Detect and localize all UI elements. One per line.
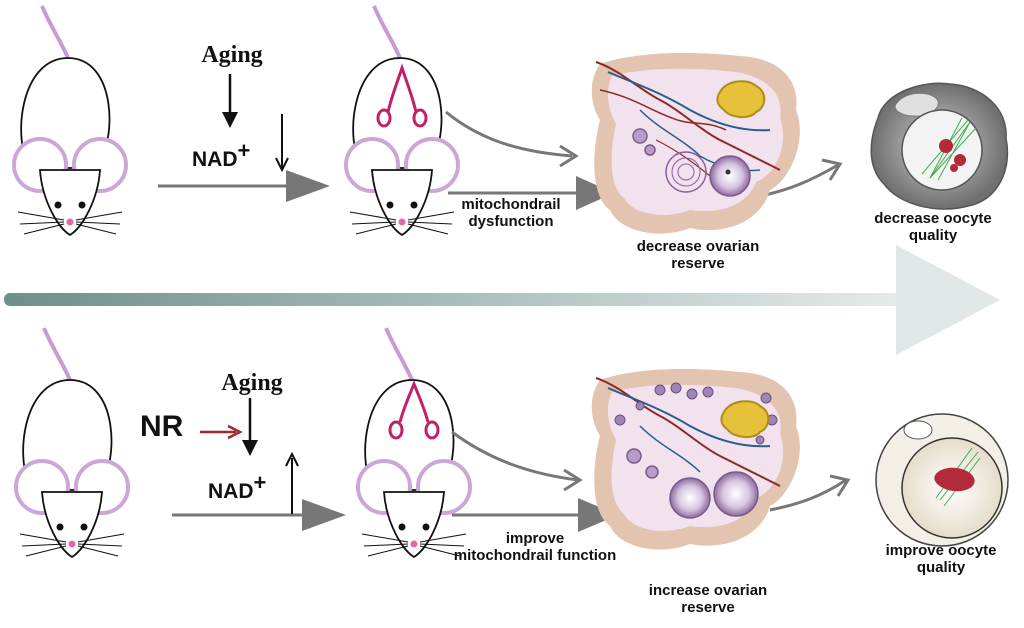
bottom-mito-label: improve mitochondrail function (420, 530, 650, 565)
mouse-whiskers (17, 211, 123, 235)
bottom-ovary-line2: reserve (681, 599, 735, 617)
bottom-mito-line1: improve (505, 530, 565, 547)
mouse-bottom-middle (356, 327, 472, 559)
mouse-head (39, 169, 101, 237)
top-nad-label: NAD+ (192, 138, 272, 172)
top-mito-label: mitochondrail dysfunction (436, 196, 586, 231)
mouse-eye (54, 201, 62, 209)
nad-decrease-arrow (275, 114, 289, 173)
primordial-follicles (614, 382, 778, 445)
top-oocyte-line2: quality (908, 227, 958, 245)
top-mito-line2: dysfunction (468, 213, 554, 231)
mouse-top-middle (344, 5, 460, 237)
nad-increase-arrow (285, 451, 299, 514)
mouse-top-left (12, 5, 128, 237)
bottom-oocyte-line1: improve oocyte (885, 542, 997, 559)
bottom-mito-line2: mitochondrail function (453, 547, 617, 565)
bottom-nad-label: NAD+ (208, 470, 288, 504)
bottom-arrows (172, 430, 851, 517)
ovary-tissue-top (591, 53, 800, 234)
bottom-oocyte-label: improve oocyte quality (856, 542, 1024, 577)
top-mito-arrowhead (576, 176, 614, 210)
top-aging-arrow (222, 74, 238, 128)
bottom-ovary-line1: increase ovarian (648, 582, 768, 599)
top-ovary-label: decrease ovarian reserve (608, 238, 788, 273)
top-oocyte-line1: decrease oocyte (874, 210, 992, 227)
mouse-nose (66, 218, 74, 226)
bottom-ovary-label: increase ovarian reserve (618, 582, 798, 617)
nr-label: NR (140, 410, 184, 443)
mouse-bottom-left (14, 327, 130, 559)
bottom-nad-text: NAD (208, 480, 254, 503)
timeline-arrow (4, 245, 1000, 355)
top-oocyte-label: decrease oocyte quality (848, 210, 1018, 245)
top-arrows (158, 110, 843, 198)
mouse-eye (78, 201, 86, 209)
top-aging-label: Aging (201, 42, 263, 68)
top-ovary-line2: reserve (671, 255, 725, 273)
ovary-tract (376, 63, 428, 128)
top-mito-line1: mitochondrail (461, 196, 561, 213)
ovary-tissue-bottom (591, 369, 800, 550)
ovary-tract (388, 379, 440, 440)
corpus-luteum (720, 400, 770, 438)
nr-arrow (200, 424, 243, 440)
bottom-oocyte-line2: quality (916, 559, 966, 577)
bottom-main-arrowhead (302, 499, 346, 531)
oocyte-good (875, 413, 1009, 547)
top-nad-text: NAD (192, 148, 238, 171)
bottom-mito-arrowhead (578, 498, 618, 532)
top-nad-sign: + (237, 138, 251, 163)
bottom-aging-label: Aging (221, 370, 283, 396)
oocyte-poor (870, 82, 1008, 210)
corpus-luteum (716, 80, 766, 118)
bottom-aging-arrow (242, 398, 258, 456)
mouse-tail (40, 5, 70, 59)
top-main-arrowhead (286, 170, 330, 202)
top-ovary-line1: decrease ovarian (636, 238, 760, 255)
bottom-nad-sign: + (253, 470, 267, 495)
